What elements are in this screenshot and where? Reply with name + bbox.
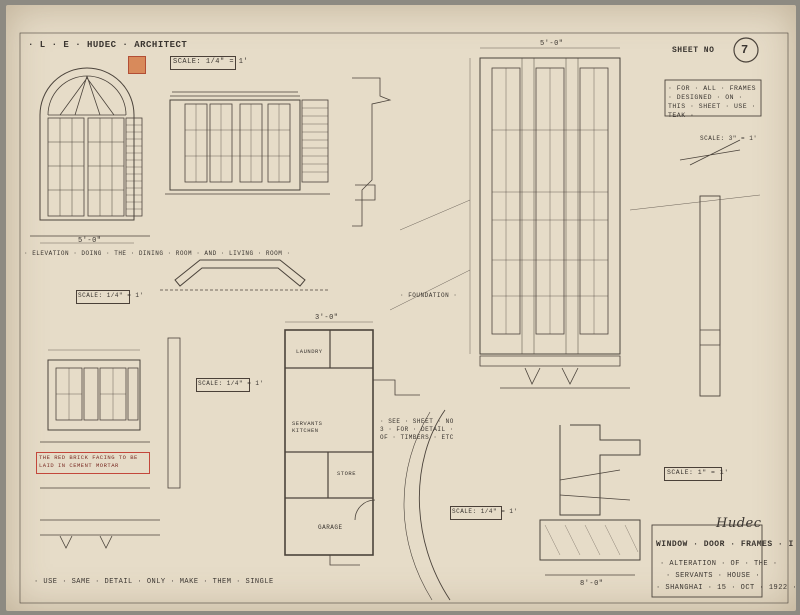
sheet-number: 7 — [741, 43, 749, 57]
room-store: STORE — [337, 470, 357, 477]
room-garage: GARAGE — [318, 524, 343, 531]
dimension-4: 8'-0" — [580, 580, 604, 588]
foundation-note: · FOUNDATION · — [400, 292, 458, 299]
scale-box-2 — [76, 290, 130, 304]
scale-box-1 — [170, 56, 236, 70]
title-block-line2: · ALTERATION · OF · THE · — [660, 560, 778, 568]
room-kitchen: SERVANTS KITCHEN — [292, 420, 323, 434]
scale-label-2: SCALE: 1/4" = 1' — [78, 292, 144, 299]
brick-note-box — [36, 452, 150, 474]
scale-box-4 — [450, 506, 502, 520]
scale-label-3: SCALE: 1/4" = 1' — [198, 380, 264, 387]
scale-label-6: SCALE: 3" = 1' — [700, 135, 758, 142]
drawing-sheet — [6, 5, 796, 611]
dimension-3: 3'-0" — [315, 314, 339, 322]
sheet-label: SHEET NO — [672, 46, 715, 55]
single-note: · USE · SAME · DETAIL · ONLY · MAKE · TH… — [34, 578, 274, 586]
scale-label-4: SCALE: 1/4" = 1' — [452, 508, 518, 515]
scale-label-5: SCALE: 1" = 1' — [667, 469, 729, 476]
room-laundry: LAUNDRY — [296, 348, 323, 355]
framing-note: · FOR · ALL · FRAMES · DESIGNED · ON · T… — [668, 85, 757, 119]
brick-note: THE RED BRICK FACING TO BE LAID IN CEMEN… — [39, 454, 138, 469]
scale-box-3 — [196, 378, 250, 392]
title-block-line3: · SERVANTS · HOUSE · — [666, 572, 761, 580]
title-block-title: WINDOW · DOOR · FRAMES · I · — [656, 540, 800, 549]
architect-header: · L · E · HUDEC · ARCHITECT — [28, 40, 188, 50]
dimension-2: 5'-0" — [540, 40, 564, 48]
title-block-line4: · SHANGHAI · 15 · OCT · 1922 · — [656, 584, 798, 592]
see-sheet-note: · SEE · SHEET · NO 3 · FOR · DETAIL · OF… — [380, 418, 454, 441]
scale-label-1: SCALE: 1/4" = 1' — [173, 58, 249, 66]
elevation-label: · ELEVATION · DOING · THE · DINING · ROO… — [24, 250, 291, 257]
architect-seal — [128, 56, 146, 74]
scale-box-5 — [664, 467, 722, 481]
dimension-1: 5'-0" — [78, 237, 102, 245]
architect-signature: Hudec — [716, 516, 762, 531]
